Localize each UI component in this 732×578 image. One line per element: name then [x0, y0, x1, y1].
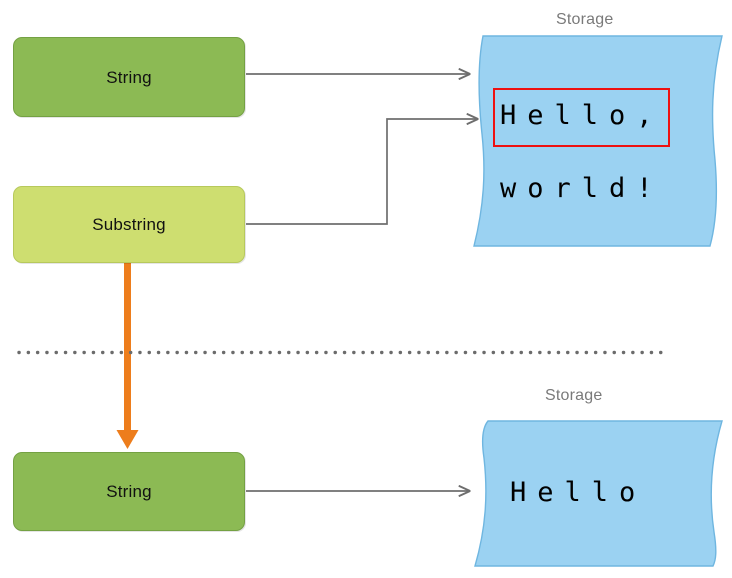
storage-top-line1-text: Hello	[500, 100, 637, 131]
substring-highlight-box	[493, 88, 670, 147]
node-string-bottom[interactable]: String	[13, 452, 245, 531]
storage-bottom-line1: Hello	[510, 477, 647, 508]
node-string-top-label: String	[106, 67, 152, 87]
node-substring[interactable]: Substring	[13, 186, 245, 263]
storage-top-line1: Hello,	[500, 102, 664, 129]
storage-label-bottom: Storage	[545, 387, 603, 404]
storage-top-line2: world!	[500, 173, 664, 204]
copy-arrow-orange	[116, 262, 139, 449]
node-string-top[interactable]: String	[13, 37, 245, 117]
node-string-bottom-label: String	[106, 482, 152, 501]
storage-shape-bottom	[474, 420, 723, 567]
storage-top-line1-suffix: ,	[636, 100, 664, 131]
storage-label-top: Storage	[556, 11, 614, 28]
connector-substring-to-storage	[246, 119, 478, 225]
node-substring-label: Substring	[92, 215, 166, 234]
